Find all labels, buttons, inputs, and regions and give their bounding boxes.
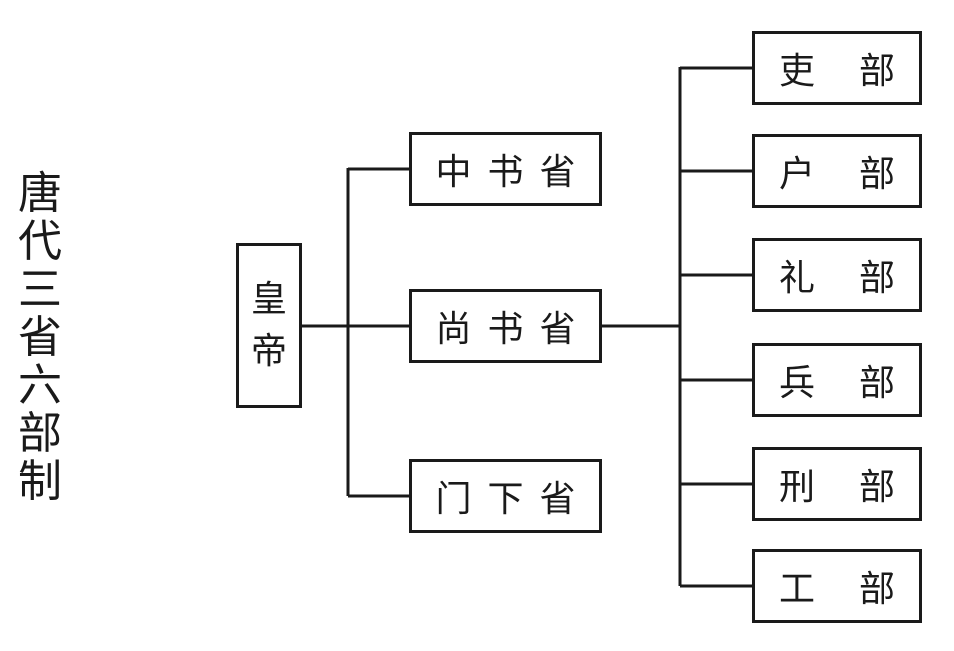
- diagram-title: 唐 代 三 省 六 部 制: [12, 170, 68, 506]
- sheng-box-zhongshu: 中书省: [409, 132, 602, 206]
- bu-label: 礼部: [779, 258, 940, 299]
- bu-box-li-personnel: 吏部: [752, 31, 922, 105]
- title-char: 三: [18, 264, 62, 315]
- bu-box-bing: 兵部: [752, 343, 922, 417]
- bu-label: 刑部: [779, 467, 940, 508]
- bu-label: 兵部: [779, 363, 940, 404]
- title-char: 制: [18, 456, 62, 507]
- bu-box-li-rites: 礼部: [752, 238, 922, 312]
- bu-label: 吏部: [779, 51, 940, 92]
- emperor-box: 皇 帝: [236, 243, 302, 408]
- bu-box-hu: 户部: [752, 134, 922, 208]
- emperor-char: 皇: [250, 278, 287, 320]
- sheng-box-menxia: 门下省: [409, 459, 602, 533]
- title-char: 省: [18, 312, 62, 363]
- title-char: 代: [18, 216, 62, 267]
- bu-box-xing: 刑部: [752, 447, 922, 521]
- emperor-char: 帝: [250, 330, 287, 372]
- title-char: 部: [18, 408, 62, 459]
- title-char: 唐: [18, 168, 62, 219]
- sheng-box-shangshu: 尚书省: [409, 289, 602, 363]
- title-char: 六: [18, 360, 62, 411]
- bu-label: 户部: [779, 154, 940, 195]
- sheng-label: 中书省: [435, 152, 592, 193]
- bu-label: 工部: [779, 569, 940, 610]
- sheng-label: 门下省: [435, 479, 592, 520]
- bu-box-gong: 工部: [752, 549, 922, 623]
- sheng-label: 尚书省: [435, 309, 592, 350]
